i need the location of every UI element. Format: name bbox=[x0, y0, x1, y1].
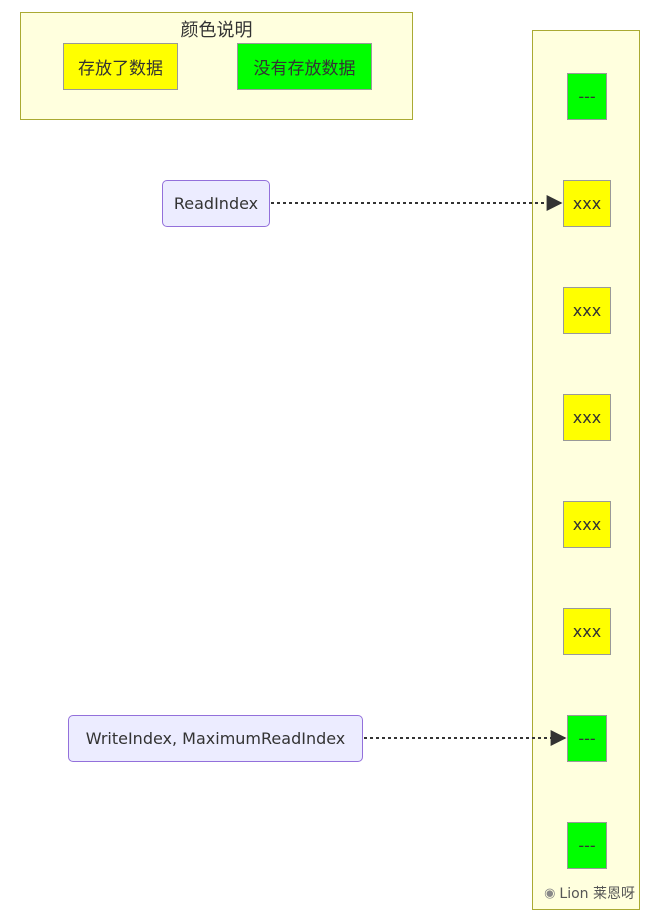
legend-filled-box: 存放了数据 bbox=[63, 43, 178, 90]
queue-slot-5: xxx bbox=[563, 608, 611, 655]
read-index-node: ReadIndex bbox=[162, 180, 270, 227]
watermark-text: Lion 莱恩呀 bbox=[559, 886, 635, 902]
queue-slot-2: xxx bbox=[563, 287, 611, 334]
wechat-icon: ◉ bbox=[544, 885, 556, 901]
legend-cluster: 颜色说明 存放了数据 没有存放数据 bbox=[20, 12, 413, 120]
watermark: ◉ Lion 莱恩呀 bbox=[544, 883, 635, 903]
write-index-node: WriteIndex, MaximumReadIndex bbox=[68, 715, 363, 762]
legend-empty-box: 没有存放数据 bbox=[237, 43, 372, 90]
queue-slot-3: xxx bbox=[563, 394, 611, 441]
queue-slot-1: xxx bbox=[563, 180, 611, 227]
queue-cluster: --- xxx xxx xxx xxx xxx --- --- bbox=[532, 30, 640, 910]
queue-slot-4: xxx bbox=[563, 501, 611, 548]
queue-slot-0: --- bbox=[567, 73, 607, 120]
queue-slot-6: --- bbox=[567, 715, 607, 762]
legend-title: 颜色说明 bbox=[180, 20, 253, 41]
queue-slot-7: --- bbox=[567, 822, 607, 869]
